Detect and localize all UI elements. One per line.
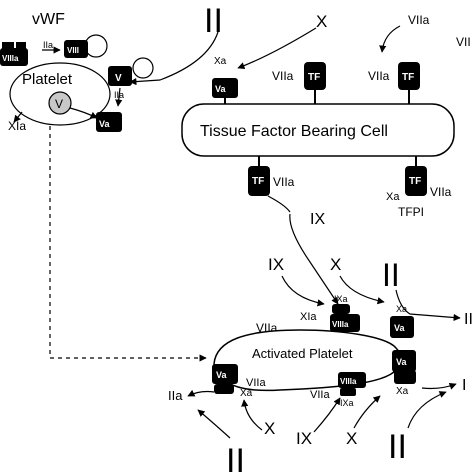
va-right2-block: [392, 350, 416, 372]
x-mid-label: X: [330, 255, 341, 274]
tf4-block: [405, 166, 427, 196]
tfpi-label: TFPI: [398, 205, 424, 219]
viiia-bottom-label: VIIIa: [340, 377, 357, 386]
ix-to-ixa-arrow: [289, 213, 339, 305]
activation-dashed-arrow: [49, 126, 207, 362]
xa-bottom-right-arrow: [421, 382, 457, 390]
tfbc-label: Tissue Factor Bearing Cell: [200, 123, 388, 140]
ii-top-label: II: [204, 2, 223, 40]
activated-platelet-label: Activated Platelet: [252, 346, 353, 361]
va-bottom-left-block: [212, 364, 238, 384]
x-bottom2-label: X: [346, 429, 357, 448]
iia-bottom-arrow: [187, 389, 215, 397]
tf1-block: [304, 62, 326, 90]
viiia-left-cap: [2, 42, 14, 50]
viiia-top-block: [330, 314, 360, 332]
viii-label: VIII: [67, 46, 79, 55]
v-granule-label: V: [55, 97, 63, 111]
xia-mid-label: XIa: [300, 311, 317, 323]
ixa-bottom-block: [340, 388, 356, 396]
viiia-left-block: [0, 48, 28, 66]
platelet-ellipse: [9, 62, 111, 126]
v-label: V: [115, 73, 122, 84]
viiia-left-label: VIIIa: [2, 54, 19, 63]
x-bottom-label: X: [264, 419, 275, 438]
x-to-xa-arrow: [237, 27, 317, 70]
ii-bottom-left-arrow: [197, 409, 231, 439]
iia-edge-label: I: [462, 377, 466, 394]
ix-bottom-arrow: [313, 397, 341, 433]
ix-mid-label: IX: [310, 211, 325, 228]
ixa-top-block: [332, 304, 350, 314]
tf2-label: TF: [402, 72, 414, 83]
x-bottom-arrow: [241, 399, 263, 431]
ii-bottom-right-arrow: [407, 391, 447, 429]
v-to-va-arrow: [69, 107, 98, 119]
va-left-block: [96, 112, 122, 132]
ix-bottom-label: IX: [296, 429, 312, 448]
tf1-label: TF: [308, 72, 320, 83]
viia-bottom-label: VIIa: [246, 377, 266, 389]
va-right2-label: Va: [396, 357, 408, 367]
xa-top-label: Xa: [214, 56, 227, 67]
vwf-loop-2: [132, 57, 154, 79]
tf4-label: TF: [409, 176, 421, 187]
va-right-label: Va: [394, 323, 406, 333]
va-right-block: [390, 316, 414, 338]
xa-bottom-right-block: [394, 370, 416, 384]
viiia-top-label: VIIIa: [332, 320, 349, 329]
xa-bottom-left-label: Xa: [240, 388, 253, 399]
tf2-block: [398, 62, 420, 90]
viia-tf4-label: VIIa: [430, 185, 452, 199]
xia-left-arrow: [13, 111, 23, 123]
ii-bottom-right-label: II: [388, 428, 407, 466]
viia-tf1-label: VIIa: [272, 69, 294, 83]
viia-binding-arrow: [379, 25, 401, 53]
va-left-label: Va: [99, 119, 111, 129]
ii-to-iia-arrow: [129, 31, 219, 86]
viii-block: [64, 40, 88, 58]
v-block: [108, 66, 132, 86]
ii-right-label: II: [382, 257, 400, 293]
iia-arrow-mid: [115, 87, 123, 107]
x-mid-arrow: [339, 275, 385, 305]
xa-right-label: Xa: [396, 304, 407, 314]
ixa-top-label: IXa: [334, 294, 348, 304]
va-bottom-left-label: Va: [216, 370, 228, 380]
iia-label-top: IIa: [43, 40, 53, 50]
v-granule: [48, 91, 72, 115]
tf3-label: TF: [252, 176, 264, 187]
xa-bottom-left-block: [214, 384, 234, 394]
x-top-label: X: [316, 12, 327, 31]
ixa-bottom-label: IXa: [340, 398, 354, 408]
vwf-loop: [84, 34, 108, 58]
ix-left-label: IX: [268, 255, 284, 274]
tf3-block: [248, 166, 270, 196]
xia-left-label: XIa: [8, 119, 26, 133]
viia-bottom2-label: VIIa: [310, 389, 330, 401]
iia-bottom-label: IIa: [168, 388, 183, 403]
iia-right-edge-label: II: [464, 311, 473, 328]
viia-tf2-label: VIIa: [368, 69, 390, 83]
viiia-bottom-block: [338, 372, 366, 388]
vwf-label: vWF: [32, 11, 65, 28]
viia-tf3-label: VIIa: [273, 175, 295, 189]
platelet-label: Platelet: [22, 71, 73, 88]
xa-tf4-label: Xa: [386, 191, 400, 203]
xa-bottom-right-label: Xa: [396, 386, 409, 397]
tissue-factor-cell: [181, 103, 455, 157]
ix-left-arrow: [281, 275, 325, 307]
viiia-left-cap-2: [16, 42, 26, 50]
tf3-to-ix-line: [267, 195, 291, 213]
ii-bottom-left-label: II: [226, 442, 245, 474]
va-top-block: [212, 78, 238, 98]
ii-right-arrow: [395, 289, 461, 322]
viia-top-right-label: VIIa: [408, 13, 430, 27]
vii-edge-label: VII: [456, 35, 471, 49]
x-bottom2-arrow: [353, 395, 381, 429]
va-top-label: Va: [215, 84, 227, 94]
